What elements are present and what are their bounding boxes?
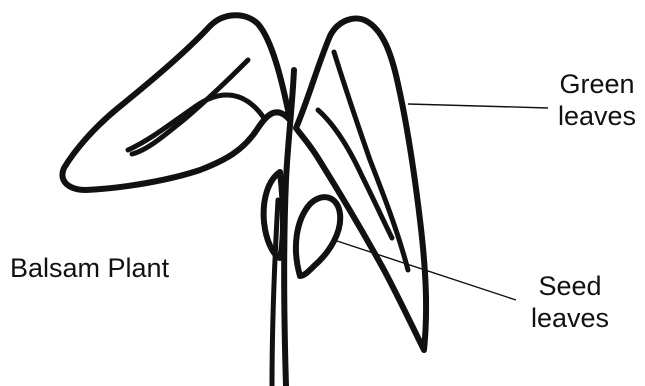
seed-leaves-label: Seed leaves (530, 270, 610, 334)
seed-leaves-label-line1: Seed (530, 270, 610, 302)
green-leaves-label-line1: Green (555, 68, 639, 100)
plant-name-label: Balsam Plant (10, 252, 169, 284)
green-leaves-leader-line (408, 104, 548, 108)
plant-drawing (62, 15, 426, 386)
stem-inner (272, 200, 278, 386)
left-green-leaf (62, 15, 290, 190)
green-leaves-label: Green leaves (555, 68, 639, 132)
right-seed-leaf (296, 197, 340, 276)
seed-leaves-label-line2: leaves (530, 302, 610, 334)
right-green-leaf (296, 18, 426, 350)
green-leaves-label-line2: leaves (555, 100, 639, 132)
